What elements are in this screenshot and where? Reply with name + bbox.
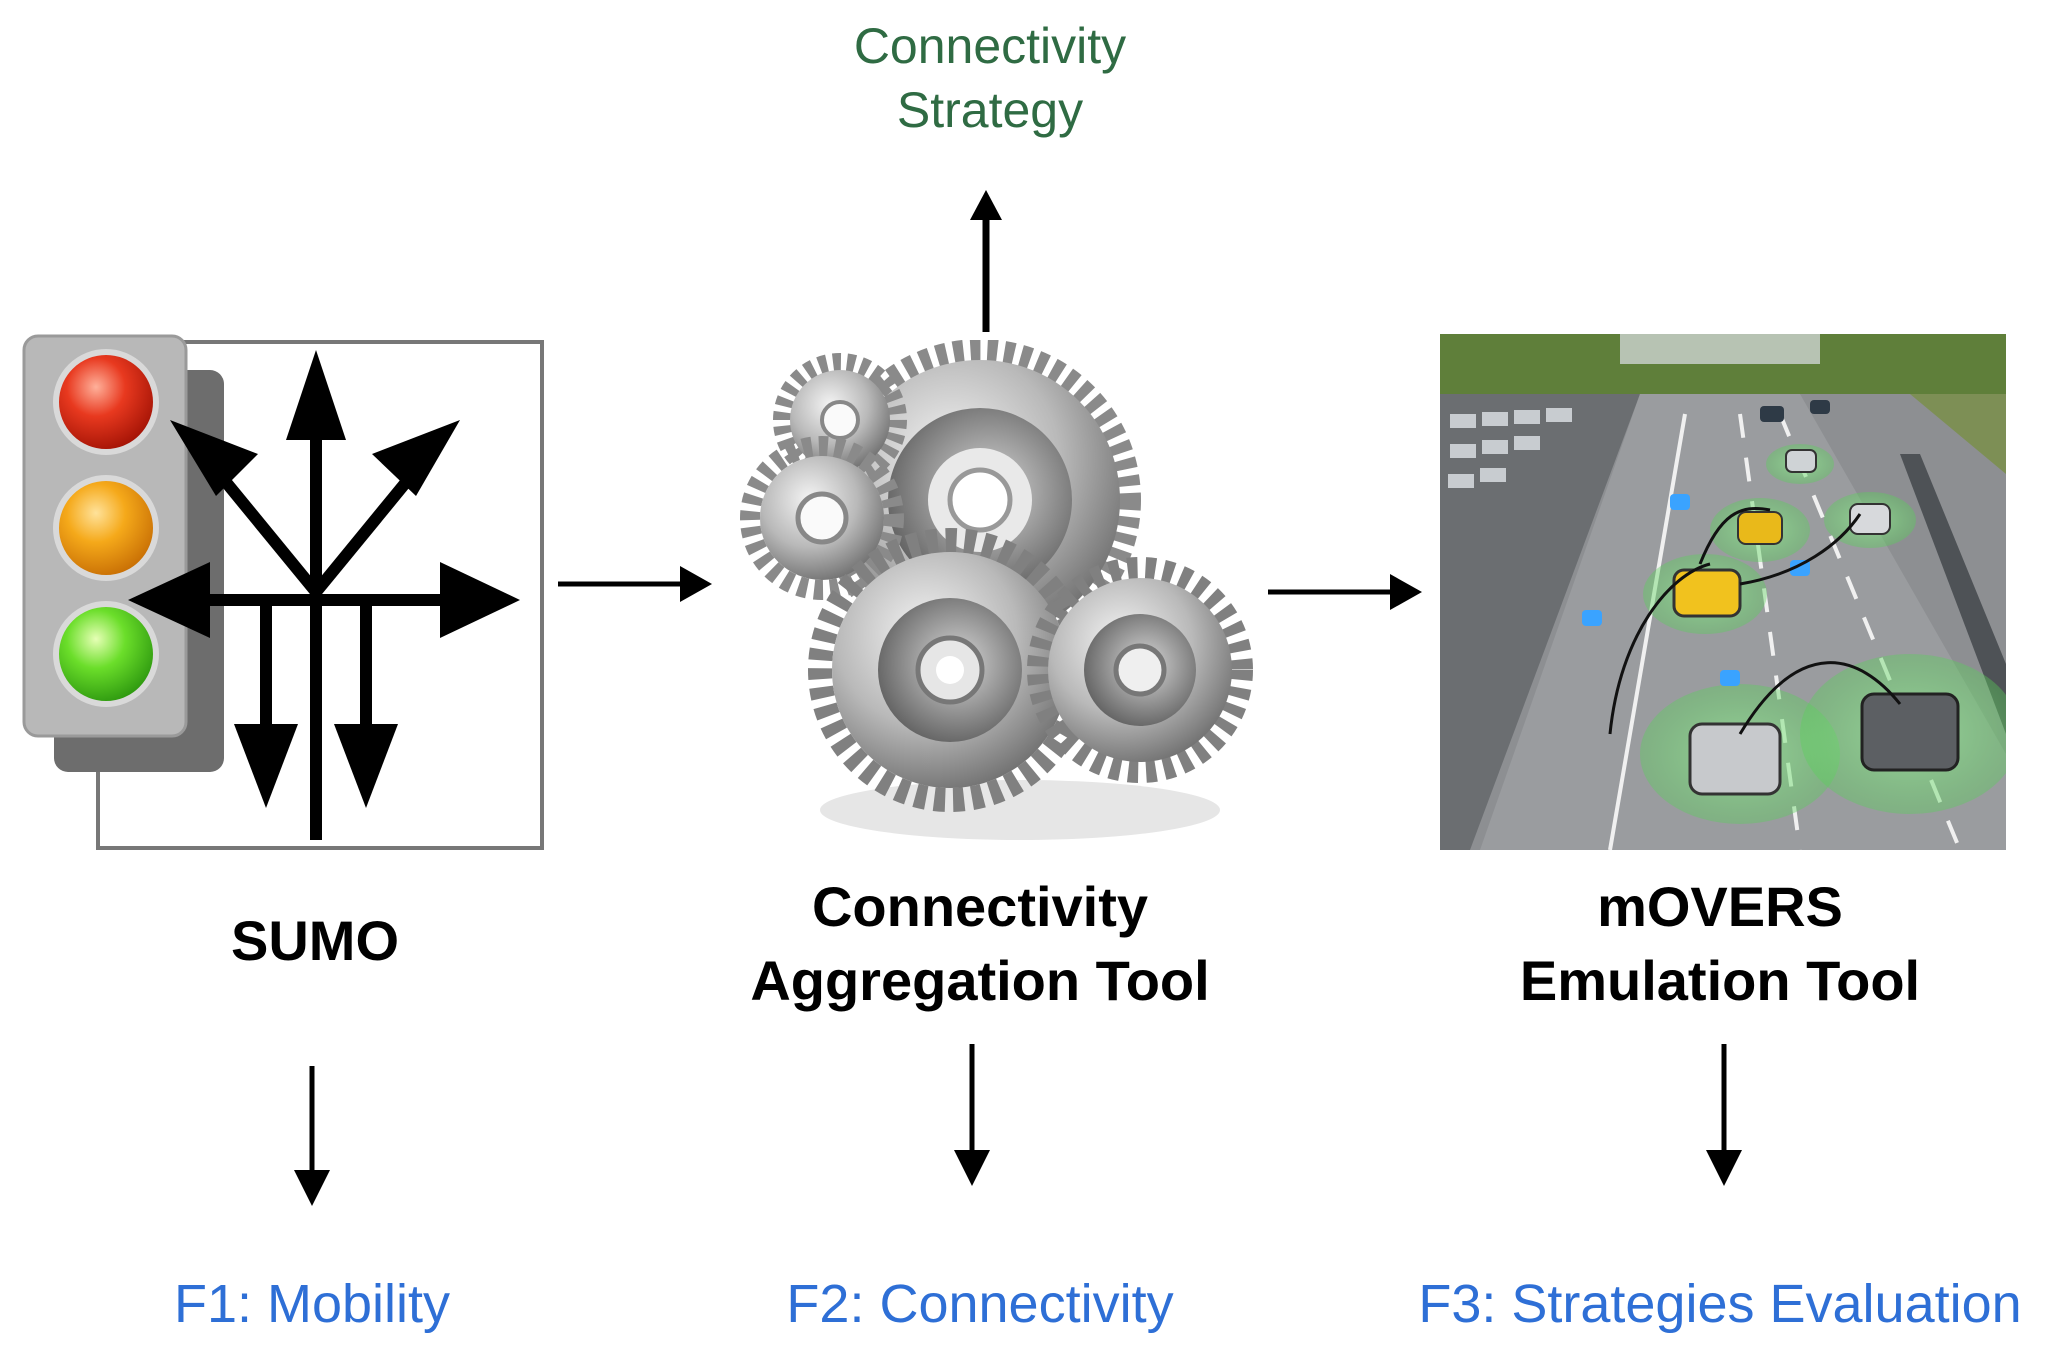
arrow-aggregation-to-movers [1268, 574, 1422, 610]
aggregation-title-line-1: Connectivity [811, 875, 1149, 938]
arrow-sumo-to-aggregation [558, 566, 712, 602]
movers-title-line-1: mOVERS [1597, 875, 1843, 938]
f1-mobility-label: F1: Mobility [173, 1274, 451, 1334]
red-light [53, 349, 159, 455]
connectivity-strategy-label: Connectivity Strategy [780, 14, 1200, 142]
traffic-light-arrows-icon [22, 334, 544, 850]
arrow-aggregation-to-strategy [970, 190, 1002, 332]
green-light [53, 601, 159, 707]
arrow-aggregation-to-f2 [954, 1044, 990, 1186]
amber-light [53, 475, 159, 581]
aggregation-tool-title: Connectivity Aggregation Tool [690, 870, 1270, 1018]
small-gear-left [740, 436, 904, 600]
cars [1672, 400, 1960, 796]
strategy-line-2: Strategy [896, 82, 1084, 138]
movers-title-line-2: Emulation Tool [1519, 949, 1921, 1012]
arrow-movers-to-f3 [1706, 1044, 1742, 1186]
aggregation-title-line-2: Aggregation Tool [750, 949, 1210, 1012]
f3-strategies-evaluation-label: F3: Strategies Evaluation [1418, 1274, 2022, 1334]
f2-connectivity-label: F2: Connectivity [786, 1274, 1174, 1334]
arrow-sumo-to-f1 [294, 1066, 330, 1206]
right-gear [1027, 557, 1253, 783]
sumo-title: SUMO [231, 909, 399, 972]
connected-vehicles-road-image [1440, 334, 2006, 850]
strategy-line-1: Connectivity [853, 18, 1127, 74]
gears-icon [740, 340, 1253, 840]
movers-tool-title: mOVERS Emulation Tool [1420, 870, 2020, 1018]
